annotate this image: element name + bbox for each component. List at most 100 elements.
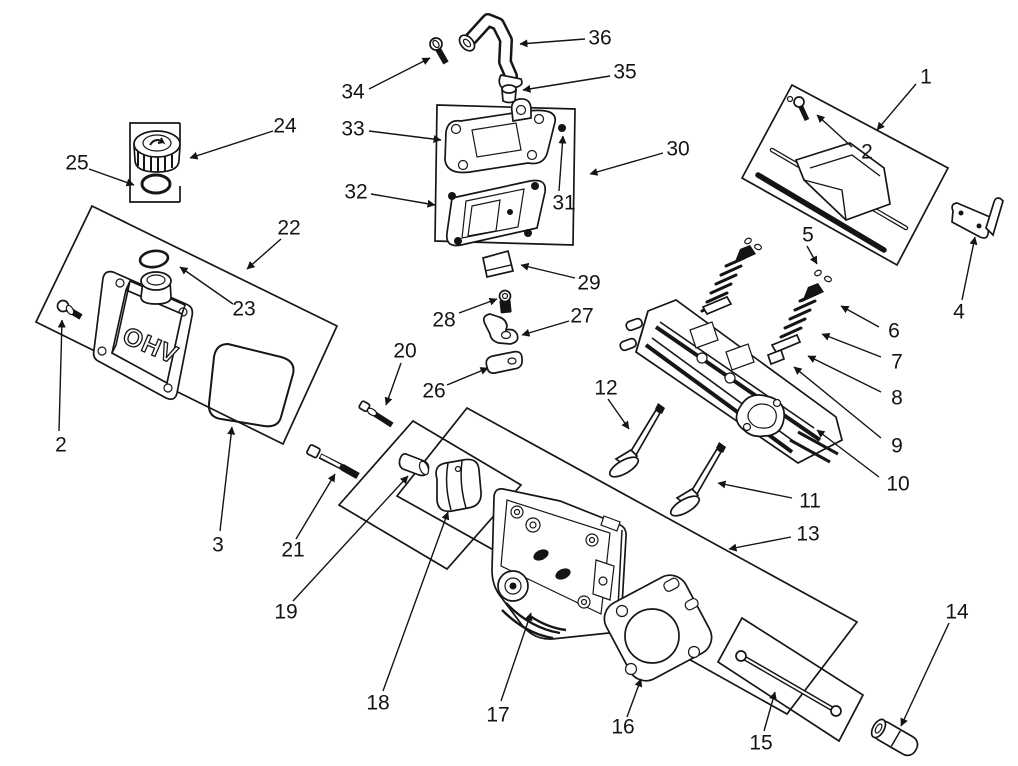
plug-28 <box>498 289 512 314</box>
callout-label-33: 33 <box>341 118 364 141</box>
cylinder-head-top-10 <box>619 299 843 464</box>
callout-label-29: 29 <box>577 272 600 295</box>
callout-label-3: 3 <box>212 534 224 557</box>
leader-line-5 <box>806 245 818 265</box>
wedge-29 <box>482 249 515 279</box>
cylinder-head-17 <box>491 488 627 640</box>
callout-label-2: 2 <box>55 434 67 457</box>
leader-line-13 <box>728 536 792 552</box>
callout-label-6: 6 <box>888 320 900 343</box>
group-box-22 <box>34 204 339 446</box>
breather-cover-33 <box>444 98 556 174</box>
leader-line-25 <box>88 168 135 187</box>
callout-label-10: 10 <box>886 473 909 496</box>
leader-line-22 <box>246 238 282 270</box>
leader-line-35 <box>522 75 611 93</box>
push-rod-15 <box>735 650 842 717</box>
leader-line-33 <box>368 130 442 144</box>
check-ball-31 <box>558 124 566 132</box>
leader-line-27 <box>521 320 570 337</box>
breather-screw-34 <box>429 37 449 65</box>
leader-line-10 <box>816 429 880 478</box>
valve-keepers-5 <box>744 237 832 283</box>
cover-gasket-3 <box>207 342 295 428</box>
group-box-1 <box>740 83 950 267</box>
callout-label-25: 25 <box>65 152 88 175</box>
leader-line-26 <box>446 367 489 386</box>
leader-line-24 <box>189 130 274 160</box>
callout-label-2: 2 <box>861 141 873 164</box>
callout-label-26: 26 <box>422 380 445 403</box>
leader-line-29 <box>520 262 576 279</box>
leader-line-7 <box>821 332 882 358</box>
leader-line-14 <box>900 622 950 727</box>
leader-line-8 <box>807 355 882 393</box>
leader-line-11 <box>717 480 793 499</box>
leader-line-23 <box>179 266 234 305</box>
callout-label-21: 21 <box>281 539 304 562</box>
callout-layer: 1245678910111213141516171819202122232425… <box>55 27 978 755</box>
leader-line-30 <box>589 152 664 176</box>
leader-line-21 <box>295 473 336 540</box>
callout-label-23: 23 <box>232 298 255 321</box>
leader-line-28 <box>458 297 498 314</box>
rocker-pivot-27 <box>482 313 519 345</box>
leader-line-15 <box>763 691 777 732</box>
leader-line-32 <box>370 193 436 208</box>
callout-label-12: 12 <box>594 377 617 400</box>
cap-18 <box>435 458 482 513</box>
leader-line-4 <box>961 236 978 301</box>
intake-valve-12 <box>608 403 665 478</box>
rocker-screw-2 <box>786 95 810 122</box>
leader-line-16 <box>626 678 643 718</box>
bolt-21 <box>306 444 360 480</box>
valve-lifter-14 <box>870 718 919 757</box>
callout-label-24: 24 <box>273 115 297 138</box>
callout-label-14: 14 <box>945 601 969 624</box>
link-26 <box>485 350 523 374</box>
o-ring-23 <box>138 249 170 269</box>
leader-line-2 <box>57 319 66 432</box>
group-box-18-19 <box>337 419 523 571</box>
callout-label-8: 8 <box>891 387 903 410</box>
leader-line-34 <box>368 57 431 90</box>
callout-label-7: 7 <box>891 351 903 374</box>
callout-label-1: 1 <box>920 66 932 89</box>
leader-line-19 <box>292 475 409 602</box>
valve-cover: OHV <box>92 270 194 401</box>
callout-label-22: 22 <box>277 217 300 240</box>
callout-label-28: 28 <box>432 309 455 332</box>
vent-screw-2-left <box>56 299 83 320</box>
leader-line-20 <box>384 362 402 406</box>
leader-line-12 <box>607 398 630 430</box>
callout-label-30: 30 <box>666 138 689 161</box>
callout-label-13: 13 <box>796 523 819 546</box>
spring-seat-8 <box>701 295 802 366</box>
callout-label-18: 18 <box>366 692 389 715</box>
leader-line-2 <box>816 114 853 148</box>
callout-label-20: 20 <box>393 340 416 363</box>
group-box-15 <box>716 616 865 743</box>
cover-oil-cap <box>140 271 172 305</box>
callout-label-4: 4 <box>953 301 965 324</box>
leader-line-17 <box>500 612 533 702</box>
callout-label-27: 27 <box>570 305 593 328</box>
callout-label-34: 34 <box>341 81 365 104</box>
callout-label-15: 15 <box>749 732 772 755</box>
callout-label-16: 16 <box>611 716 634 739</box>
callout-label-31: 31 <box>552 192 575 215</box>
callout-label-5: 5 <box>802 224 814 247</box>
breather-tube-36 <box>458 13 523 89</box>
exhaust-valve-11 <box>669 442 726 517</box>
head-gasket-16 <box>603 574 713 682</box>
group-box-24 <box>129 122 181 203</box>
breather-grommet-35 <box>501 84 517 104</box>
leader-line-36 <box>519 38 586 48</box>
rocker-assembly <box>755 142 909 253</box>
bracket-4 <box>951 197 1004 239</box>
leader-line-9 <box>793 366 882 439</box>
leader-line-6 <box>840 305 880 328</box>
leader-line-1 <box>876 83 917 131</box>
callout-label-9: 9 <box>891 435 903 458</box>
